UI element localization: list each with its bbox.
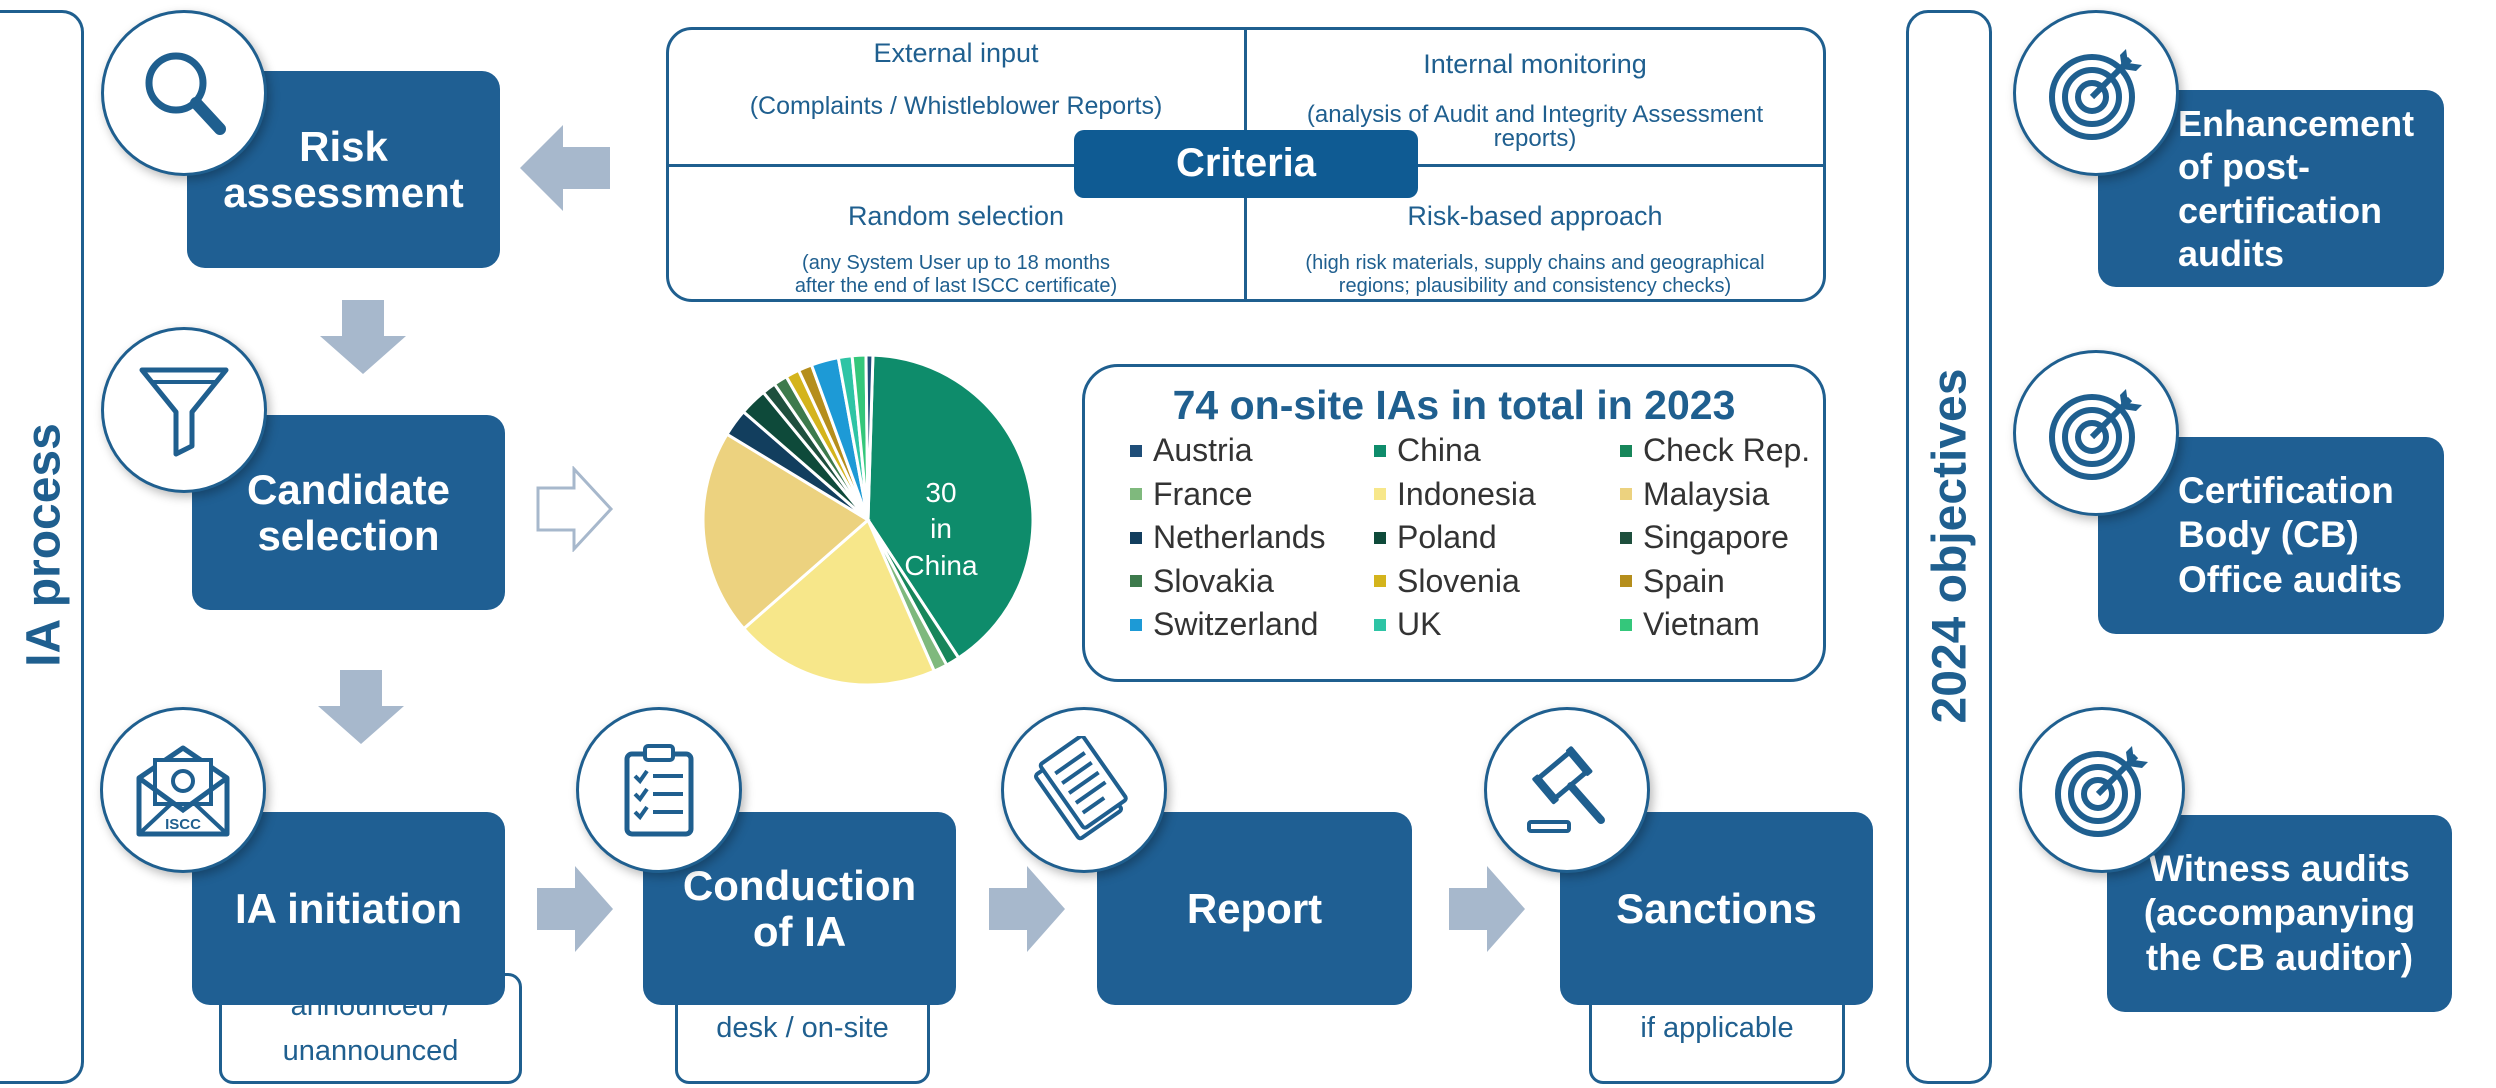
legend-item: Indonesia — [1374, 476, 1536, 513]
legend-swatch — [1620, 618, 1632, 631]
legend-label: Slovenia — [1397, 562, 1520, 599]
arrow-right-icon — [537, 866, 613, 952]
chart-legend: Austria China Check Rep. France Indonesia Mal… — [1130, 432, 1830, 662]
outline-arrow-right-icon — [536, 466, 614, 552]
legend-item: Malaysia — [1620, 476, 1769, 513]
legend-item: Singapore — [1620, 519, 1789, 556]
legend-label: France — [1153, 475, 1253, 512]
iscc-icon-label: ISCC — [165, 816, 201, 833]
target-icon-circle — [2019, 707, 2185, 873]
legend-swatch — [1374, 444, 1386, 457]
pie-chart — [701, 353, 1035, 687]
legend-label: UK — [1397, 606, 1442, 642]
criteria-internal-sub: (analysis of Audit and Integrity Assessm… — [1306, 101, 1764, 152]
arrow-left-icon — [520, 125, 610, 211]
gavel-icon-circle — [1484, 707, 1650, 873]
report-box: Report — [1097, 812, 1412, 1005]
objectives-panel — [1906, 10, 1992, 1084]
document-icon — [1034, 736, 1128, 841]
objectives-title: 2024 objectives — [1923, 368, 1977, 724]
legend-label: Singapore — [1643, 519, 1789, 555]
legend-swatch — [1620, 488, 1632, 500]
legend-item: Austria — [1130, 432, 1253, 469]
criteria-risk-sub: (high risk materials, supply chains and … — [1305, 252, 1765, 297]
criteria-label: Criteria — [1074, 130, 1418, 198]
email-icon-circle: ISCC — [100, 707, 266, 873]
target-icon — [2055, 746, 2148, 837]
arrow-right-icon — [1449, 866, 1525, 952]
arrow-down-icon — [318, 670, 404, 744]
legend-label: China — [1397, 432, 1481, 468]
legend-swatch — [1130, 531, 1142, 544]
legend-swatch — [1374, 575, 1386, 587]
criteria-random-title: Random selection — [847, 201, 1065, 231]
gavel-icon — [1527, 746, 1605, 833]
criteria-random-sub: (any System User up to 18 months after t… — [794, 252, 1118, 297]
funnel-icon-circle — [101, 327, 267, 493]
legend-swatch — [1620, 444, 1632, 457]
legend-swatch — [1374, 531, 1386, 544]
pie-slice-indonesia — [741, 517, 937, 687]
criteria-external-sub: (Complaints / Whistleblower Reports) — [749, 92, 1163, 120]
legend-item: Slovakia — [1130, 563, 1274, 600]
funnel-icon — [139, 367, 229, 457]
email-icon: ISCC — [136, 745, 230, 837]
legend-label: Vietnam — [1643, 606, 1760, 642]
legend-label: Malaysia — [1643, 475, 1770, 512]
legend-item: Slovenia — [1374, 563, 1520, 600]
legend-item: Spain — [1620, 563, 1725, 600]
legend-swatch — [1130, 444, 1142, 457]
legend-swatch — [1620, 531, 1632, 544]
arrow-right-icon — [989, 866, 1065, 952]
legend-swatch — [1130, 575, 1142, 587]
search-icon-circle — [101, 10, 267, 176]
target-icon-circle — [2013, 10, 2179, 176]
ia-process-title: IA process — [17, 423, 71, 667]
legend-swatch — [1374, 488, 1386, 500]
legend-label: Indonesia — [1397, 475, 1536, 512]
legend-swatch — [1130, 488, 1142, 500]
target-icon — [2049, 389, 2142, 480]
legend-item: Switzerland — [1130, 606, 1318, 643]
criteria-risk-title: Risk-based approach — [1407, 201, 1663, 231]
pie-slice-label: 30 in China — [904, 477, 978, 581]
legend-label: Austria — [1153, 432, 1253, 468]
criteria-external-title: External input — [873, 38, 1039, 68]
target-icon — [2049, 49, 2142, 140]
legend-item: UK — [1374, 606, 1441, 643]
pie-slice-austria — [864, 353, 875, 521]
legend-label: Switzerland — [1153, 606, 1319, 642]
legend-item: Poland — [1374, 519, 1497, 556]
target-icon-circle — [2013, 350, 2179, 516]
legend-label: Poland — [1397, 519, 1497, 555]
legend-item: Check Rep. — [1620, 432, 1810, 469]
legend-item: Vietnam — [1620, 606, 1760, 643]
arrow-down-icon — [320, 300, 406, 374]
checklist-icon-circle — [576, 707, 742, 873]
legend-item: France — [1130, 476, 1253, 513]
search-icon — [145, 52, 226, 135]
legend-label: Check Rep. — [1643, 432, 1811, 468]
legend-label: Spain — [1643, 562, 1725, 599]
objective-witness-box: Witness audits (accompanying the CB audi… — [2107, 815, 2452, 1012]
legend-swatch — [1620, 575, 1632, 587]
chart-title: 74 on-site IAs in total in 2023 — [1172, 382, 1736, 428]
checklist-icon — [624, 744, 694, 837]
legend-item: Netherlands — [1130, 519, 1326, 556]
document-icon-circle — [1001, 707, 1167, 873]
pie-slice-malaysia — [701, 432, 871, 631]
legend-panel — [1082, 364, 1826, 682]
legend-swatch — [1374, 618, 1386, 631]
legend-item: China — [1374, 432, 1481, 469]
legend-swatch — [1130, 618, 1142, 631]
legend-label: Netherlands — [1153, 519, 1326, 555]
criteria-internal-title: Internal monitoring — [1423, 49, 1647, 79]
ia-process-panel — [0, 10, 84, 1084]
legend-label: Slovakia — [1153, 562, 1274, 599]
